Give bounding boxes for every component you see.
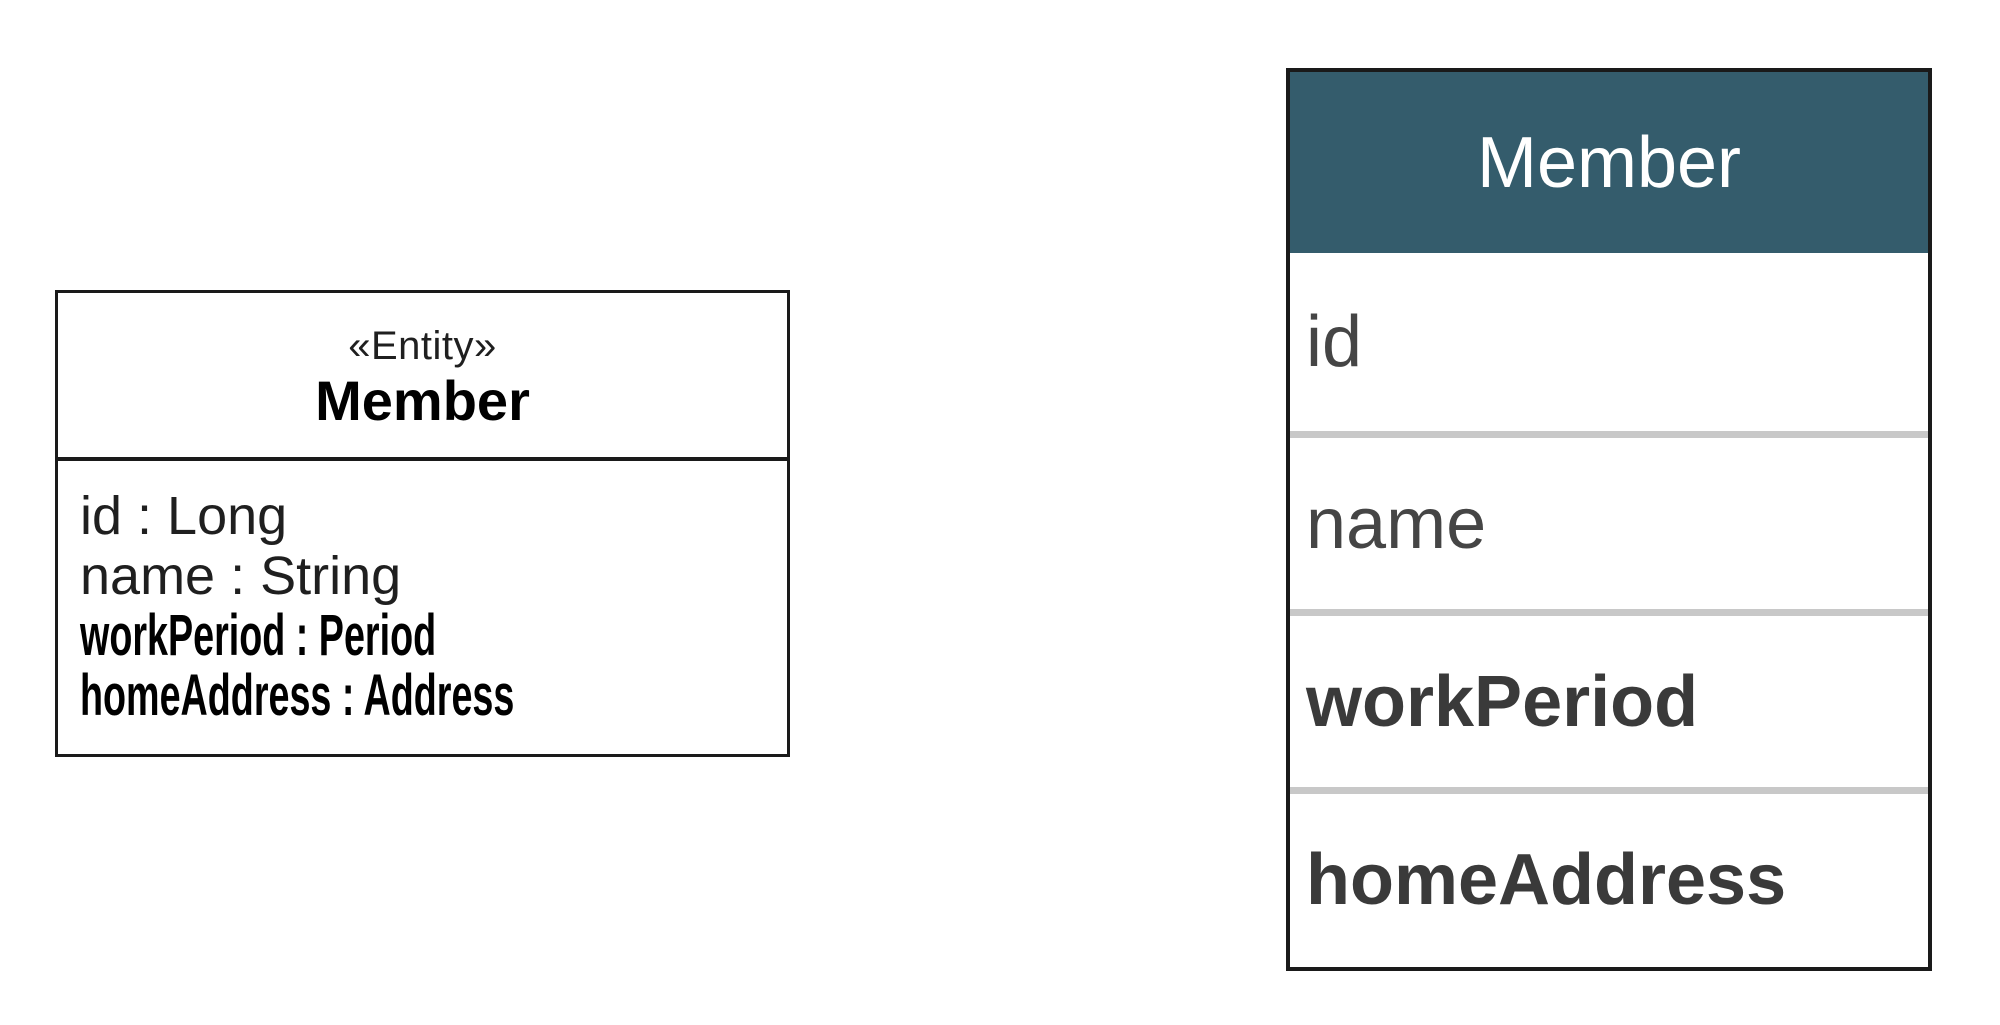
db-table-row-name: name xyxy=(1290,431,1928,609)
uml-class-name: Member xyxy=(315,369,530,432)
db-table-row-workperiod: workPeriod xyxy=(1290,609,1928,787)
uml-attribute-homeaddress-text: homeAddress : Address xyxy=(80,663,515,728)
uml-attribute-homeaddress: homeAddress : Address xyxy=(80,666,767,726)
db-table-row-id: id xyxy=(1290,253,1928,431)
uml-class-header: «Entity» Member xyxy=(58,293,787,461)
uml-attribute-workperiod: workPeriod : Period xyxy=(80,606,767,666)
db-table: Member id name workPeriod homeAddress xyxy=(1286,68,1932,971)
db-table-row-homeaddress: homeAddress xyxy=(1290,787,1928,965)
uml-stereotype-label: «Entity» xyxy=(348,324,497,368)
uml-attribute-id: id : Long xyxy=(80,486,288,546)
db-table-title: Member xyxy=(1290,72,1928,253)
uml-attributes-compartment: id : Long name : String workPeriod : Per… xyxy=(58,461,787,726)
uml-class-box: «Entity» Member id : Long name : String … xyxy=(55,290,790,757)
uml-attribute-name: name : String xyxy=(80,546,402,606)
uml-attribute-workperiod-text: workPeriod : Period xyxy=(80,603,437,668)
